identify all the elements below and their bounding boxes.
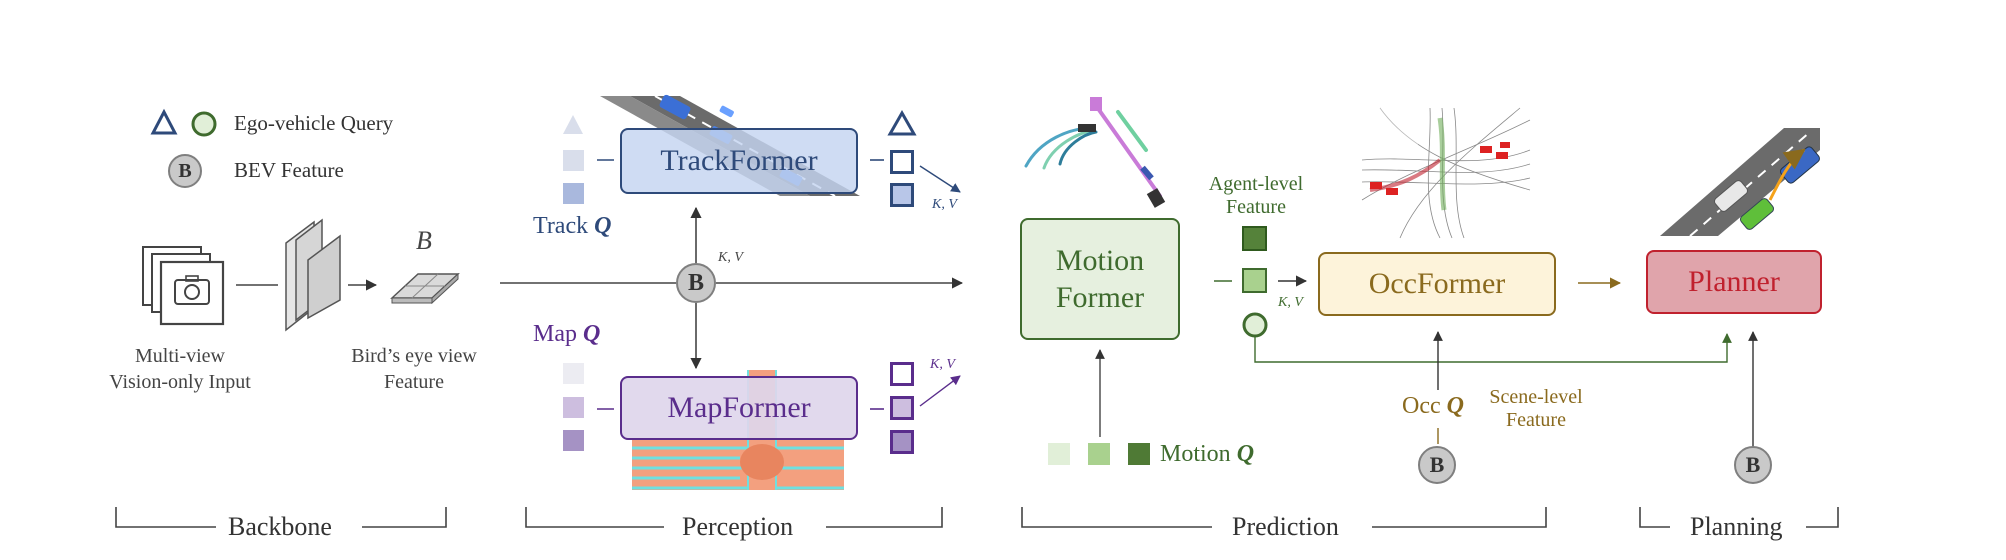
bev-feature-label: Bird’s eye view Feature bbox=[351, 345, 477, 393]
bev-letter: B bbox=[416, 226, 432, 255]
section-backbone-label: Backbone bbox=[228, 512, 332, 541]
agent-feature-square-2 bbox=[1242, 268, 1267, 293]
ego-triangle-icon bbox=[150, 108, 178, 135]
track-query-triangle-icon bbox=[563, 115, 583, 134]
track-output-triangle-icon bbox=[887, 109, 917, 136]
trackformer-box: TrackFormer bbox=[620, 128, 858, 194]
motion-former-box: Motion Former bbox=[1020, 218, 1180, 340]
planner-box: Planner bbox=[1646, 250, 1822, 314]
scene-feature-label: Scene-level Feature bbox=[1489, 386, 1583, 431]
motion-query-square-1 bbox=[1048, 443, 1070, 465]
backbone-encoder-icon bbox=[285, 218, 341, 332]
occupancy-illustration bbox=[1361, 107, 1531, 239]
track-q-label: Track Q bbox=[533, 213, 612, 239]
map-kv-label: K, V bbox=[930, 357, 955, 372]
mapformer-box: MapFormer bbox=[620, 376, 858, 440]
track-output-square-1 bbox=[890, 150, 914, 174]
section-perception-label: Perception bbox=[682, 512, 794, 541]
bev-feature-node: B bbox=[676, 263, 716, 303]
motion-q-label: Motion Q bbox=[1160, 441, 1255, 467]
planner-bev-node: B bbox=[1734, 446, 1772, 484]
occ-bev-node: B bbox=[1418, 446, 1456, 484]
agent-feature-circle-icon bbox=[1242, 312, 1268, 338]
track-query-square-1 bbox=[563, 150, 584, 171]
legend-ego-query-label: Ego-vehicle Query bbox=[234, 111, 394, 135]
section-prediction-label: Prediction bbox=[1232, 512, 1339, 541]
map-q-label: Map Q bbox=[533, 321, 601, 347]
motion-query-square-3 bbox=[1128, 443, 1150, 465]
planner-road-illustration bbox=[1660, 128, 1820, 237]
map-output-square-3 bbox=[890, 430, 914, 454]
motion-trajectory-illustration bbox=[1024, 97, 1166, 208]
occ-q-label: Occ Q bbox=[1402, 393, 1464, 419]
track-kv-label: K, V bbox=[932, 197, 957, 212]
track-output-square-2 bbox=[890, 183, 914, 207]
section-brackets bbox=[115, 507, 1839, 528]
track-query-square-2 bbox=[563, 183, 584, 204]
input-label: Multi-view Vision-only Input bbox=[109, 345, 251, 393]
occformer-box: OccFormer bbox=[1318, 252, 1556, 316]
bev-plane-icon bbox=[390, 272, 460, 305]
map-output-square-2 bbox=[890, 396, 914, 420]
legend-bev-icon: B bbox=[168, 154, 202, 188]
agent-feature-square-1 bbox=[1242, 226, 1267, 251]
map-query-square-1 bbox=[563, 363, 584, 384]
map-query-square-3 bbox=[563, 430, 584, 451]
multi-view-camera-icon bbox=[142, 246, 225, 326]
map-output-square-1 bbox=[890, 362, 914, 386]
agent-kv-label: K, V bbox=[1278, 295, 1303, 310]
section-planning-label: Planning bbox=[1690, 512, 1783, 541]
legend-bev-feature-label: BEV Feature bbox=[234, 158, 344, 182]
kv-label-center: K, V bbox=[718, 250, 743, 265]
motion-query-square-2 bbox=[1088, 443, 1110, 465]
ego-circle-icon bbox=[191, 111, 217, 137]
map-query-square-2 bbox=[563, 397, 584, 418]
agent-feature-label: Agent-level Feature bbox=[1208, 173, 1304, 218]
